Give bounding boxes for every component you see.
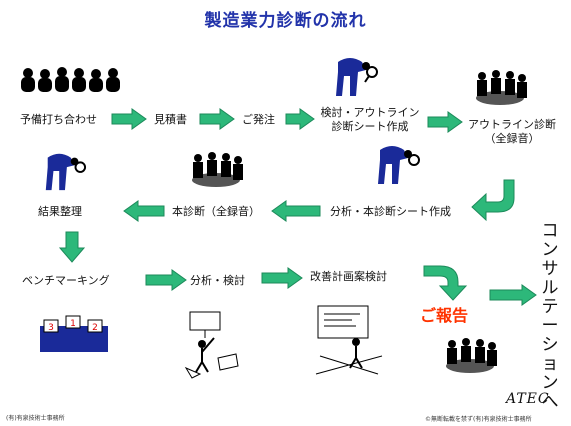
step-result-label: 結果整理 [38, 205, 82, 218]
footer-right: ©無断転載を禁ず(有)有泉技術士事務所 [425, 416, 532, 423]
arrow-report-to-consult [489, 284, 537, 306]
step-outline-line1: アウトライン診断 [468, 118, 556, 131]
planning-illustration [315, 305, 383, 375]
step-outline-label: アウトライン診断 （全録音） [462, 118, 562, 146]
arrow-analysis-to-main [271, 200, 321, 222]
inspector-bending-illustration [336, 58, 378, 96]
arrow-review-to-outline [427, 111, 463, 133]
podium-ranking-illustration: 3 1 2 [40, 315, 108, 352]
step-analysis-sheet-label: 分析・本診断シート作成 [330, 205, 451, 218]
inspector-bending-illustration-3 [378, 146, 420, 184]
svg-text:1: 1 [70, 319, 76, 329]
presenter-illustration [184, 311, 239, 379]
step-prep-label: 予備打ち合わせ [20, 113, 97, 126]
meeting-illustration-3 [446, 338, 497, 373]
meeting-illustration [476, 70, 527, 105]
step-review-line2: 診断シート作成 [331, 120, 409, 133]
svg-text:2: 2 [92, 323, 98, 333]
audience-silhouettes-illustration [21, 67, 120, 92]
step-improve-label: 改善計画案検討 [310, 270, 387, 283]
arrow-bench-to-analysis [145, 269, 187, 291]
step-review-label: 検討・アウトライン 診断シート作成 [318, 106, 422, 134]
arrow-estimate-to-order [199, 108, 235, 130]
step-analysis-label: 分析・検討 [190, 274, 245, 287]
consult-vertical-label: コンサルテーションへ [541, 221, 559, 412]
page-title: 製造業力診断の流れ [204, 11, 367, 31]
step-review-line1: 検討・アウトライン [320, 106, 420, 119]
inspector-bending-illustration-2 [45, 153, 87, 191]
arrow-curve-improve-to-report [423, 265, 468, 301]
arrow-analysis-to-improve [261, 267, 303, 289]
arrow-prep-to-estimate [111, 108, 147, 130]
arrow-curve-outline-to-analysis [471, 179, 515, 222]
step-order-label: ご発注 [242, 113, 275, 126]
step-outline-line2: （全録音） [484, 132, 540, 145]
svg-text:3: 3 [48, 323, 54, 333]
report-label: ご報告 [420, 306, 469, 325]
meeting-illustration-2 [192, 152, 243, 187]
step-bench-label: ベンチマーキング [22, 274, 110, 287]
arrow-result-to-bench [58, 231, 86, 263]
footer-left: (有)有泉技術士事務所 [6, 415, 65, 422]
step-estimate-label: 見積書 [154, 113, 187, 126]
arrow-main-to-result [123, 200, 165, 222]
arrow-order-to-review [285, 108, 315, 130]
step-main-diag-label: 本診断（全録音） [172, 205, 260, 218]
atec-logo: ATEC [506, 391, 550, 407]
